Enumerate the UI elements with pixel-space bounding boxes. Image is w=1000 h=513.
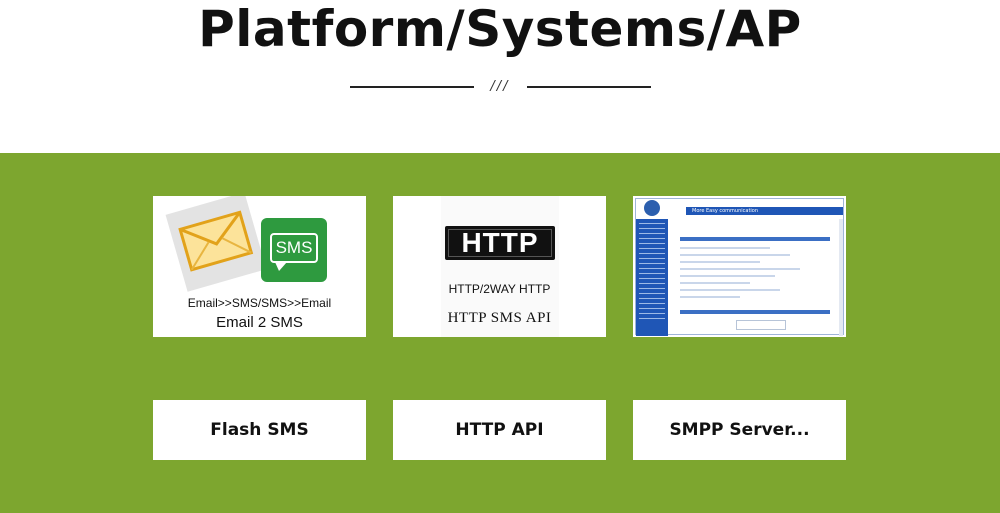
portal-brand-text: More Easy communication bbox=[692, 208, 759, 214]
portal-scrollbar bbox=[839, 219, 843, 336]
product-image-email-2-sms[interactable]: SMS Email>>SMS/SMS>>Email Email 2 SMS bbox=[153, 196, 366, 337]
http-2way-caption: HTTP/2WAY HTTP bbox=[448, 282, 551, 296]
portal-text-box bbox=[736, 320, 786, 330]
product-image-http[interactable]: HTTP HTTP/2WAY HTTP HTTP SMS API bbox=[393, 196, 606, 337]
web-portal-screenshot: More Easy communication bbox=[635, 198, 844, 336]
smpp-server-button[interactable]: SMPP Server... bbox=[633, 400, 846, 460]
flash-sms-button[interactable]: Flash SMS bbox=[153, 400, 366, 460]
divider-mark: /// bbox=[490, 79, 510, 94]
divider-line-right bbox=[527, 86, 651, 88]
portal-section-header-2 bbox=[680, 310, 830, 314]
portal-brand-bar bbox=[686, 207, 843, 215]
http-api-button[interactable]: HTTP API bbox=[393, 400, 606, 460]
http-logo-icon: HTTP bbox=[445, 226, 555, 260]
email-sms-caption: Email>>SMS/SMS>>Email bbox=[187, 296, 332, 310]
page-title: Platform/Systems/AP bbox=[198, 0, 802, 58]
product-image-smpp-server[interactable]: More Easy communication bbox=[633, 196, 846, 337]
http-sms-api-caption: HTTP SMS API bbox=[447, 310, 552, 326]
portal-sidebar bbox=[636, 219, 668, 336]
sms-bubble-tail bbox=[275, 262, 287, 271]
http-image-backdrop bbox=[441, 196, 559, 337]
divider-line-left bbox=[350, 86, 474, 88]
email-2-sms-caption: Email 2 SMS bbox=[216, 314, 303, 331]
envelope-icon bbox=[165, 196, 267, 292]
sms-icon: SMS bbox=[261, 218, 327, 282]
portal-logo-icon bbox=[644, 200, 660, 216]
sms-icon-text: SMS bbox=[270, 233, 318, 263]
title-divider: /// bbox=[0, 76, 1000, 98]
portal-section-header bbox=[680, 237, 830, 241]
